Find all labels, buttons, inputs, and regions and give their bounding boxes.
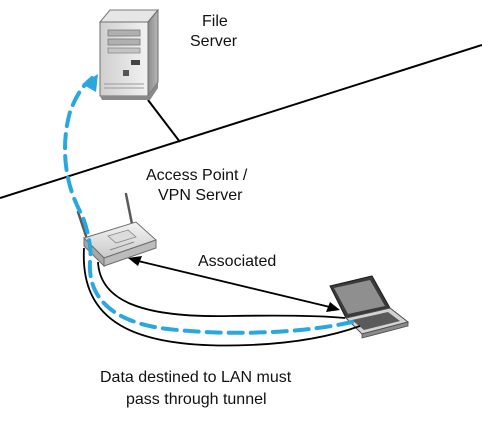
file-server-icon bbox=[98, 8, 160, 100]
associated-arrowhead-left bbox=[128, 256, 142, 266]
file-server-label-line2: Server bbox=[190, 33, 238, 50]
associated-arrow bbox=[133, 259, 335, 309]
associated-label: Associated bbox=[198, 253, 276, 270]
tunnel-data-path bbox=[63, 76, 354, 335]
tunnel-outer-line bbox=[82, 247, 361, 347]
tunnel-arrowhead bbox=[82, 74, 98, 92]
access-point-icon bbox=[76, 192, 157, 268]
access-point-label-line1: Access Point / bbox=[146, 167, 248, 184]
associated-arrowhead-right bbox=[326, 302, 340, 312]
file-server-label-line1: File bbox=[202, 13, 228, 30]
server-connection-line bbox=[147, 99, 181, 143]
network-backbone-line bbox=[0, 44, 482, 199]
caption-line1: Data destined to LAN must bbox=[100, 369, 292, 386]
access-point-label-line2: VPN Server bbox=[158, 187, 243, 204]
caption-line2: pass through tunnel bbox=[126, 391, 267, 408]
tunnel-inner-line bbox=[97, 261, 346, 319]
laptop-icon bbox=[329, 275, 410, 339]
